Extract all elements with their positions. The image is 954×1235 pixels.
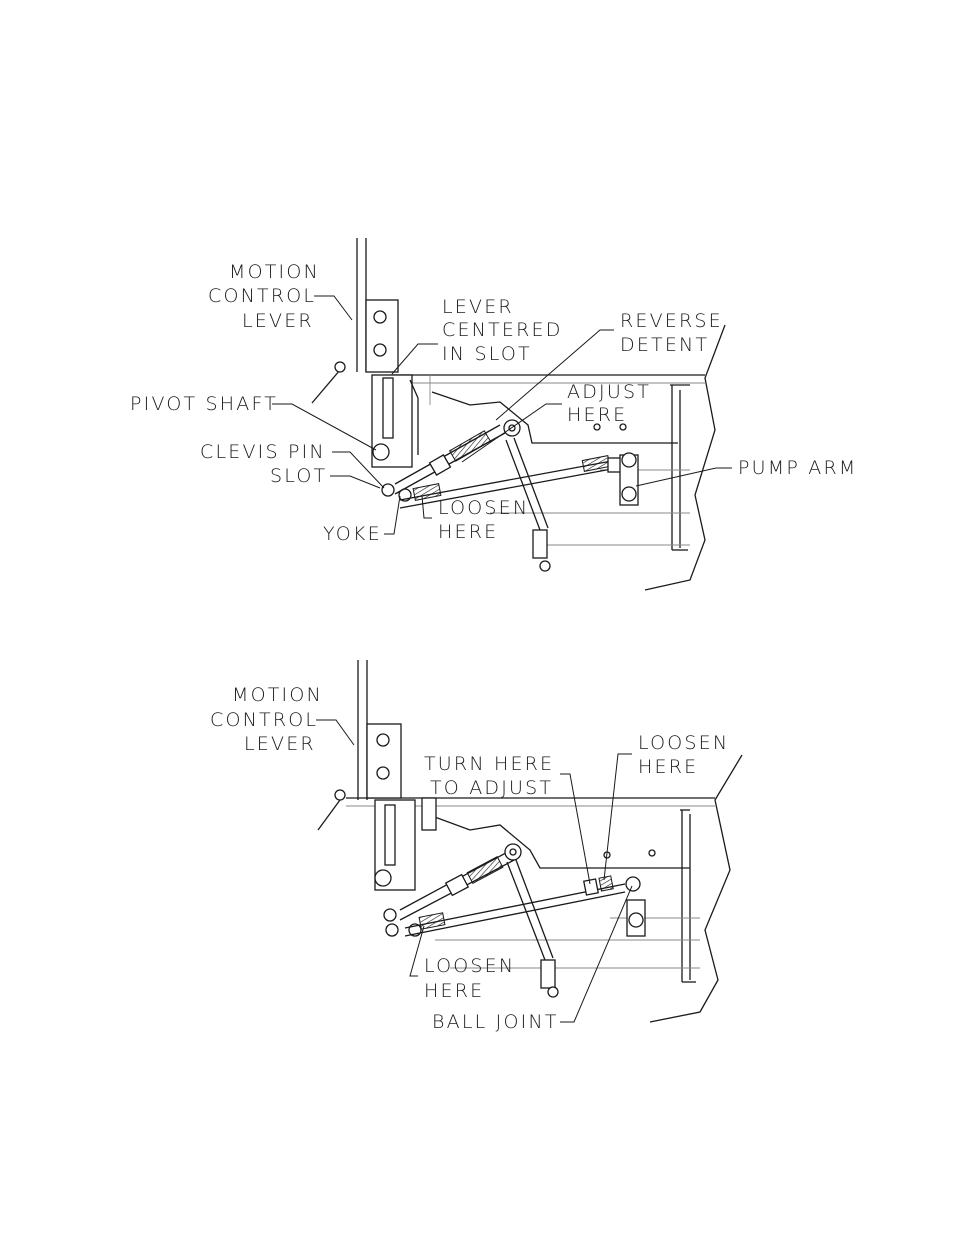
bottom-housing: [346, 754, 743, 1023]
top-pump-arm-label: PUMP ARM: [738, 457, 857, 479]
top-loosen-here-2: HERE: [438, 521, 498, 543]
bottom-motion-label-1: MOTION: [232, 684, 323, 706]
top-adjust-here-2: HERE: [567, 404, 627, 426]
bottom-loosen-right-2: HERE: [638, 756, 698, 778]
top-motion-label-3: LEVER: [242, 310, 314, 332]
top-motion-label-1: MOTION: [229, 261, 320, 283]
top-lever-centered-1: LEVER: [442, 296, 514, 318]
bottom-figure: MOTION CONTROL LEVER TURN HERE TO ADJUST…: [210, 660, 743, 1033]
top-pivot-block: [371, 374, 419, 502]
bottom-loosen-right-1: LOOSEN: [638, 732, 729, 754]
top-clevis-pin-label: CLEVIS PIN: [200, 441, 326, 463]
bottom-loosen-left-1: LOOSEN: [424, 955, 515, 977]
top-motion-label-2: CONTROL: [208, 285, 316, 307]
bottom-turn-here-2: TO ADJUST: [430, 777, 553, 799]
bottom-ball-joint-label: BALL JOINT: [432, 1011, 559, 1033]
bottom-motion-label-2: CONTROL: [210, 709, 318, 731]
top-reverse-detent-1: REVERSE: [620, 310, 723, 332]
top-lever-centered-2: CENTERED: [442, 319, 563, 341]
top-linkage: [394, 419, 639, 572]
top-pivot-shaft-label: PIVOT SHAFT: [130, 393, 278, 415]
top-labels: MOTION CONTROL LEVER LEVER CENTERED IN S…: [130, 261, 857, 545]
top-yoke-label: YOKE: [323, 523, 382, 545]
bottom-pivot-block: [374, 799, 422, 937]
bottom-motion-label-3: LEVER: [244, 733, 316, 755]
bottom-turn-here-1: TURN HERE: [424, 753, 554, 775]
top-loosen-here-1: LOOSEN: [438, 497, 529, 519]
top-lever-centered-3: IN SLOT: [442, 343, 532, 365]
top-adjust-here-1: ADJUST: [567, 381, 651, 403]
bottom-loosen-left-2: HERE: [424, 980, 484, 1002]
bottom-linkage: [399, 843, 646, 998]
top-figure: MOTION CONTROL LEVER LEVER CENTERED IN S…: [130, 238, 857, 591]
top-slot-label: SLOT: [270, 465, 327, 487]
top-motion-control-lever: [311, 238, 399, 404]
top-reverse-detent-2: DETENT: [620, 334, 709, 356]
bottom-motion-control-lever: [317, 660, 402, 831]
bottom-labels: MOTION CONTROL LEVER TURN HERE TO ADJUST…: [210, 684, 729, 1033]
